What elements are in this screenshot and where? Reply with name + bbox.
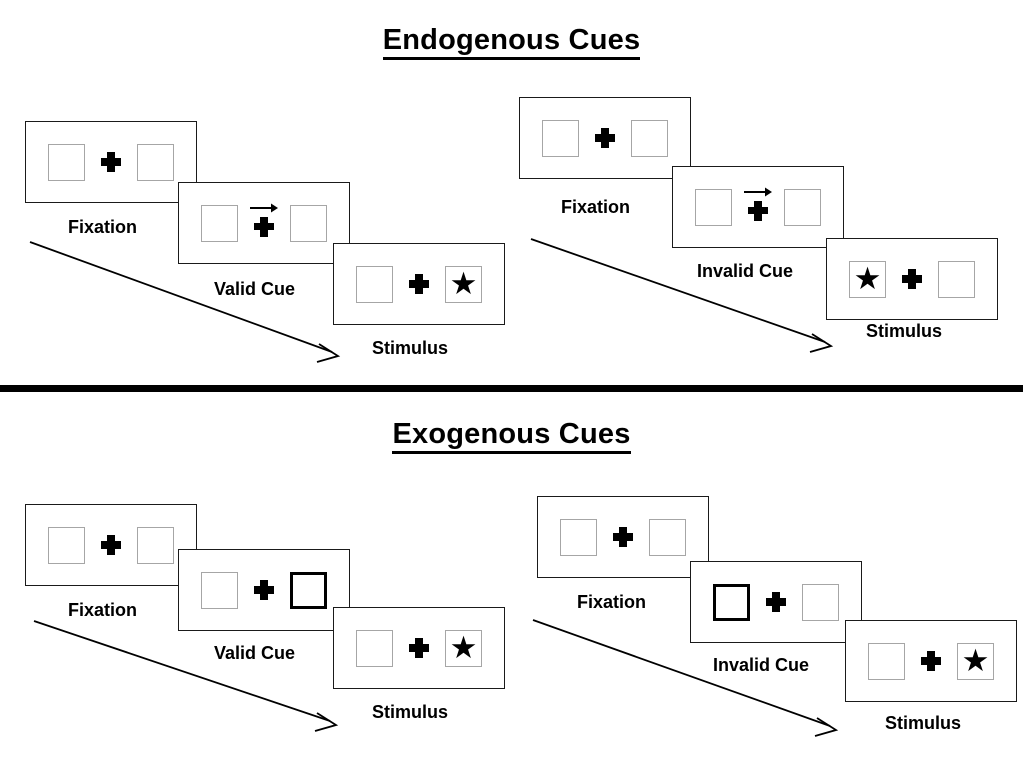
endogenous-valid-fixation-caption: Fixation (68, 217, 138, 237)
fixation-cross-wrap (238, 200, 290, 246)
fixation-cross-wrap (579, 115, 631, 161)
left-box (695, 188, 732, 226)
endogenous-invalid-fixation-caption: Fixation (561, 197, 631, 217)
left-box (48, 143, 85, 181)
endogenous-valid-fixation-panel (25, 121, 197, 203)
right-box-with-target: ★ (957, 642, 994, 680)
right-box (631, 119, 668, 157)
fixation-cross-wrap (85, 139, 137, 185)
left-box (542, 119, 579, 157)
endogenous-section-title: Endogenous Cues (0, 24, 1023, 60)
star-icon: ★ (961, 642, 990, 678)
left-box (201, 204, 238, 242)
exogenous-invalid-fixation-caption: Fixation (577, 592, 647, 612)
right-box (290, 204, 327, 242)
fixation-cross-icon (766, 592, 786, 612)
left-box (356, 265, 393, 303)
fixation-cross-wrap (597, 514, 649, 560)
exogenous-valid-flow-arrow (33, 620, 339, 732)
left-box (868, 642, 905, 680)
star-icon: ★ (853, 260, 882, 296)
exogenous-valid-stimulus-caption: Stimulus (372, 702, 449, 722)
section-divider (0, 385, 1023, 392)
left-box (48, 526, 85, 564)
exogenous-valid-fixation-panel (25, 504, 197, 586)
fixation-cross-wrap (238, 567, 290, 613)
fixation-cross-icon (254, 580, 274, 600)
fixation-cross-icon (921, 651, 941, 671)
star-icon: ★ (449, 629, 478, 665)
exogenous-invalid-cue-caption: Invalid Cue (713, 655, 810, 675)
endogenous-valid-cue-caption: Valid Cue (214, 279, 296, 299)
endogenous-valid-stimulus-caption: Stimulus (372, 338, 449, 358)
endogenous-invalid-cue-panel (672, 166, 844, 248)
fixation-cross-wrap (393, 261, 445, 307)
exogenous-invalid-stimulus-caption: Stimulus (885, 713, 962, 733)
endogenous-invalid-flow-arrow (530, 238, 834, 353)
right-box (137, 143, 174, 181)
fixation-cross-wrap (85, 522, 137, 568)
fixation-cross-wrap (393, 625, 445, 671)
right-box (938, 260, 975, 298)
right-box-with-target: ★ (445, 265, 482, 303)
arrow-right-icon (250, 203, 278, 213)
exogenous-section-title: Exogenous Cues (0, 418, 1023, 454)
fixation-cross-wrap (886, 256, 938, 302)
endogenous-invalid-cue-caption: Invalid Cue (697, 261, 794, 281)
exogenous-valid-cue-caption: Valid Cue (214, 643, 296, 663)
left-box-cued (713, 583, 750, 621)
left-box-with-target: ★ (849, 260, 886, 298)
right-box (649, 518, 686, 556)
endogenous-invalid-stimulus-panel: ★ (826, 238, 998, 320)
fixation-cross-icon (409, 274, 429, 294)
right-box-with-target: ★ (445, 629, 482, 667)
endogenous-invalid-fixation-panel (519, 97, 691, 179)
endogenous-valid-cue-panel (178, 182, 350, 264)
left-box (201, 571, 238, 609)
right-box (802, 583, 839, 621)
fixation-cross-icon (902, 269, 922, 289)
exogenous-invalid-fixation-panel (537, 496, 709, 578)
fixation-cross-icon (101, 152, 121, 172)
endogenous-invalid-stimulus-caption: Stimulus (866, 321, 943, 341)
fixation-cross-icon (409, 638, 429, 658)
fixation-cross-wrap (750, 579, 802, 625)
fixation-cross-icon (595, 128, 615, 148)
exogenous-invalid-cue-panel (690, 561, 862, 643)
exogenous-invalid-stimulus-panel: ★ (845, 620, 1017, 702)
exogenous-valid-fixation-caption: Fixation (68, 600, 138, 620)
left-box (560, 518, 597, 556)
exogenous-title-text: Exogenous Cues (392, 418, 631, 454)
fixation-cross-icon (101, 535, 121, 555)
fixation-cross-icon (254, 216, 274, 237)
endogenous-title-text: Endogenous Cues (382, 24, 641, 60)
exogenous-valid-cue-panel (178, 549, 350, 631)
fixation-cross-wrap (905, 638, 957, 684)
left-box (356, 629, 393, 667)
star-icon: ★ (449, 265, 478, 301)
endogenous-valid-stimulus-panel: ★ (333, 243, 505, 325)
fixation-cross-icon (748, 200, 768, 221)
arrow-right-icon (744, 187, 772, 197)
exogenous-valid-stimulus-panel: ★ (333, 607, 505, 689)
fixation-cross-icon (613, 527, 633, 547)
right-box (784, 188, 821, 226)
right-box-cued (290, 571, 327, 609)
right-box (137, 526, 174, 564)
fixation-cross-wrap (732, 184, 784, 230)
